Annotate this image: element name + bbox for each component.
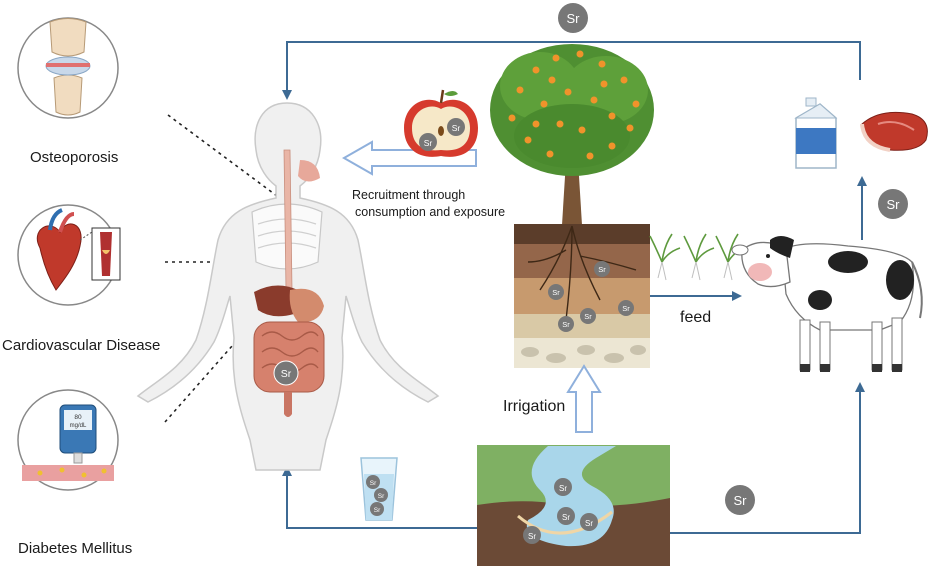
water-to-cow-arrow <box>670 382 865 534</box>
glucometer-value: 80 <box>74 414 82 421</box>
svg-text:Sr: Sr <box>374 507 381 514</box>
feed-label: feed <box>680 309 712 326</box>
osteoporosis-circle <box>17 17 119 119</box>
svg-text:Sr: Sr <box>622 304 630 313</box>
diabetes-label: Diabetes Mellitus <box>18 540 133 557</box>
soil-sr-badges: Sr Sr Sr Sr Sr <box>548 261 634 332</box>
bottom-sr-badge: Sr <box>725 485 755 515</box>
cardiovascular-label: Cardiovascular Disease <box>2 337 161 354</box>
svg-text:Sr: Sr <box>528 532 536 541</box>
soil-section <box>514 224 650 368</box>
svg-text:Sr: Sr <box>562 320 570 329</box>
svg-text:Sr: Sr <box>598 265 606 274</box>
top-sr-badge: Sr <box>558 3 588 33</box>
svg-text:Sr: Sr <box>424 138 433 148</box>
top-flow-arrow <box>282 41 861 100</box>
svg-text:Sr: Sr <box>370 480 377 487</box>
svg-text:Sr: Sr <box>734 493 748 508</box>
svg-text:Sr: Sr <box>584 312 592 321</box>
grass-seedlings <box>649 233 745 281</box>
svg-text:Sr: Sr <box>559 484 567 493</box>
irrigation-label: Irrigation <box>503 398 566 415</box>
water-to-human-arrow <box>282 466 477 529</box>
orange-tree <box>490 44 654 225</box>
hollow-arrow-irrigation <box>566 364 602 433</box>
svg-text:Sr: Sr <box>585 519 593 528</box>
svg-text:Sr: Sr <box>552 288 560 297</box>
human-body <box>136 102 440 471</box>
svg-text:Sr: Sr <box>567 11 581 26</box>
water-glass: Sr Sr Sr <box>360 457 398 521</box>
svg-text:Sr: Sr <box>452 123 461 133</box>
cardio-circle <box>17 204 121 306</box>
svg-text:Sr: Sr <box>562 513 570 522</box>
river-landscape: Sr Sr Sr Sr <box>477 445 670 566</box>
body-sr-badge: Sr <box>273 360 299 386</box>
svg-text:Sr: Sr <box>378 493 385 500</box>
osteoporosis-label: Osteoporosis <box>30 149 119 166</box>
milk-carton <box>794 97 838 169</box>
svg-text:Sr: Sr <box>887 197 901 212</box>
cow <box>731 236 923 372</box>
diabetes-circle: 80 mg/dL <box>17 389 119 491</box>
recruitment-label-line2: consumption and exposure <box>355 205 506 219</box>
recruitment-label-line1: Recruitment through <box>352 188 466 202</box>
svg-text:Sr: Sr <box>281 368 292 380</box>
meat-steak <box>860 111 928 152</box>
apple-half: Sr Sr <box>404 89 478 157</box>
cow-sr-badge: Sr <box>878 189 908 219</box>
diabetes-pointer <box>164 302 271 423</box>
glucometer-unit: mg/dL <box>70 423 87 429</box>
